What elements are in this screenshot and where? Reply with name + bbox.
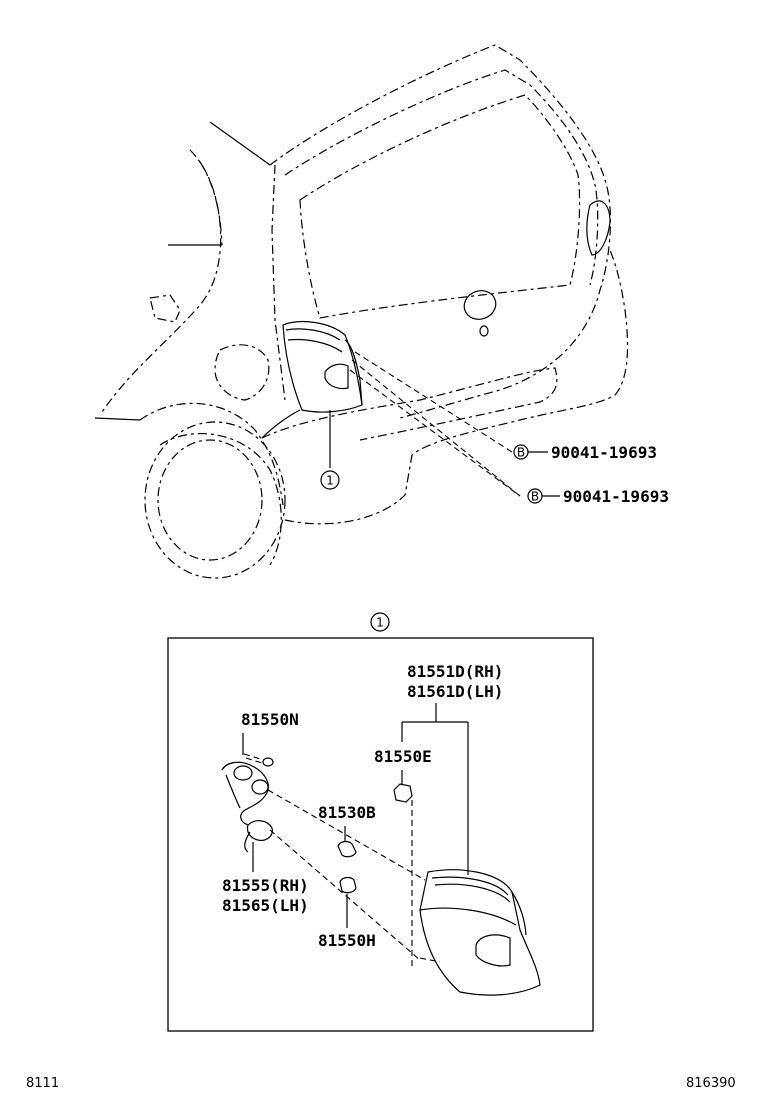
bolt-leaders (349, 351, 521, 497)
bolt-callout-2: B 90041-19693 (527, 487, 669, 506)
bulb-81550e: 81550E (374, 747, 432, 970)
lens-label: 81551D(RH) 81561D(LH) (401, 662, 503, 875)
footer-right-code: 816390 (686, 1076, 736, 1091)
bulb-81530b: 81530B (318, 803, 376, 858)
callout-number: 1 (326, 474, 334, 488)
bulb-e-label: 81550E (374, 747, 432, 766)
bulb-n-label: 81550N (241, 710, 299, 729)
lamp-callout: 1 (320, 410, 340, 490)
bolt-symbol-icon: B (517, 446, 525, 460)
socket-rh-label: 81555(RH) (222, 876, 309, 895)
footer-left-code: 8111 (26, 1076, 59, 1091)
bulb-81550n: 81550N (241, 710, 299, 767)
bolt-symbol-icon: B (531, 490, 539, 504)
bulb-b-label: 81530B (318, 803, 376, 822)
bulb-h-label: 81550H (318, 931, 376, 950)
detail-callout-number: 1 (376, 616, 384, 630)
vehicle-rear-illustration (94, 44, 629, 579)
bolt-part-number-2: 90041-19693 (563, 487, 669, 506)
bolt-callout-1: B 90041-19693 (513, 443, 657, 462)
socket-wire-assembly: 81555(RH) 81565(LH) (221, 757, 426, 961)
lens-rh-label: 81551D(RH) (407, 662, 503, 681)
detail-callout: 1 (370, 612, 390, 632)
detail-frame (167, 637, 594, 1032)
bulb-81550h: 81550H (318, 876, 376, 950)
lens-lh-label: 81561D(LH) (407, 682, 503, 701)
socket-lh-label: 81565(LH) (222, 896, 309, 915)
bolt-part-number-1: 90041-19693 (551, 443, 657, 462)
rear-lamp-lens (419, 869, 541, 996)
